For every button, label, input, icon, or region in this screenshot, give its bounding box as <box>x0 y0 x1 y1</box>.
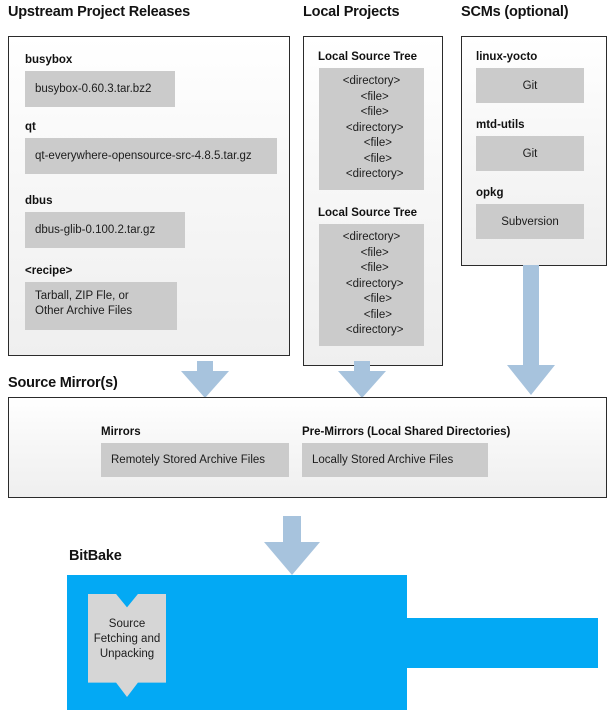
panel-source-mirrors: Mirrors Remotely Stored Archive Files Pr… <box>8 397 607 498</box>
tree-line: <directory> <box>342 75 401 87</box>
chip-qt-tarball[interactable]: qt-everywhere-opensource-src-4.8.5.tar.g… <box>25 138 277 174</box>
bitbake-arm <box>405 618 598 668</box>
tree-line: <file> <box>351 152 392 165</box>
group-label-busybox: busybox <box>25 54 73 66</box>
recipe-archive-line-2: Other Archive Files <box>35 305 133 317</box>
tree-line: <directory> <box>339 324 404 336</box>
tree-line: <directory> <box>339 277 404 290</box>
task-line-2: Fetching and <box>93 633 161 645</box>
section-heading-scms: SCMs (optional) <box>461 4 569 20</box>
arrow-source-mirrors-to-bitbake <box>264 516 320 576</box>
panel-local-projects: Local Source Tree <directory> <file> <fi… <box>303 36 443 366</box>
section-heading-bitbake: BitBake <box>69 548 122 564</box>
task-source-fetching-and-unpacking[interactable]: Source Fetching and Unpacking <box>88 594 166 697</box>
chip-dbus-tarball[interactable]: dbus-glib-0.100.2.tar.gz <box>25 212 185 248</box>
tree-line: <file> <box>354 262 389 274</box>
chip-remotely-stored-archive-files[interactable]: Remotely Stored Archive Files <box>101 443 289 477</box>
task-line-1: Source <box>108 618 146 630</box>
arrow-upstream-to-source-mirrors <box>181 361 229 398</box>
section-heading-local-projects: Local Projects <box>303 4 400 20</box>
group-label-local-source-tree-2: Local Source Tree <box>318 207 418 219</box>
group-label-recipe: <recipe> <box>25 265 73 277</box>
chip-opkg-scm[interactable]: Subversion <box>476 204 584 239</box>
tree-line: <file> <box>354 106 389 118</box>
arrow-local-projects-to-source-mirrors <box>338 361 386 398</box>
chip-locally-stored-archive-files[interactable]: Locally Stored Archive Files <box>302 443 488 477</box>
tree-line: <file> <box>351 137 392 149</box>
group-label-local-source-tree-1: Local Source Tree <box>318 51 418 63</box>
tree-line: <file> <box>354 246 389 259</box>
chip-recipe-archive-types[interactable]: Tarball, ZIP Fle, or Other Archive Files <box>25 282 177 330</box>
tree-line: <file> <box>351 308 392 321</box>
chip-mtd-utils-scm[interactable]: Git <box>476 136 584 171</box>
group-label-linux-yocto: linux-yocto <box>476 51 538 63</box>
group-label-dbus: dbus <box>25 195 53 207</box>
section-heading-source-mirrors: Source Mirror(s) <box>8 375 118 391</box>
tree-local-source-tree-1[interactable]: <directory> <file> <file> <directory> <f… <box>319 68 424 190</box>
section-heading-upstream: Upstream Project Releases <box>8 4 190 20</box>
tree-line: <file> <box>351 293 392 305</box>
group-label-mirrors: Mirrors <box>101 426 141 438</box>
tree-line: <directory> <box>339 121 404 134</box>
arrow-scms-to-source-mirrors <box>507 265 555 398</box>
tree-line: <directory> <box>339 168 404 180</box>
tree-local-source-tree-2[interactable]: <directory> <file> <file> <directory> <f… <box>319 224 424 346</box>
chip-busybox-tarball[interactable]: busybox-0.60.3.tar.bz2 <box>25 71 175 107</box>
tree-line: <directory> <box>342 231 401 243</box>
recipe-archive-line-1: Tarball, ZIP Fle, or <box>35 290 129 302</box>
tree-line: <file> <box>354 90 389 103</box>
task-line-3: Unpacking <box>99 648 155 660</box>
group-label-pre-mirrors: Pre-Mirrors (Local Shared Directories) <box>302 426 511 438</box>
group-label-opkg: opkg <box>476 187 504 199</box>
panel-upstream-project-releases: busybox busybox-0.60.3.tar.bz2 qt qt-eve… <box>8 36 290 356</box>
panel-scms: linux-yocto Git mtd-utils Git opkg Subve… <box>461 36 607 266</box>
group-label-mtd-utils: mtd-utils <box>476 119 525 131</box>
group-label-qt: qt <box>25 121 36 133</box>
chip-linux-yocto-scm[interactable]: Git <box>476 68 584 103</box>
